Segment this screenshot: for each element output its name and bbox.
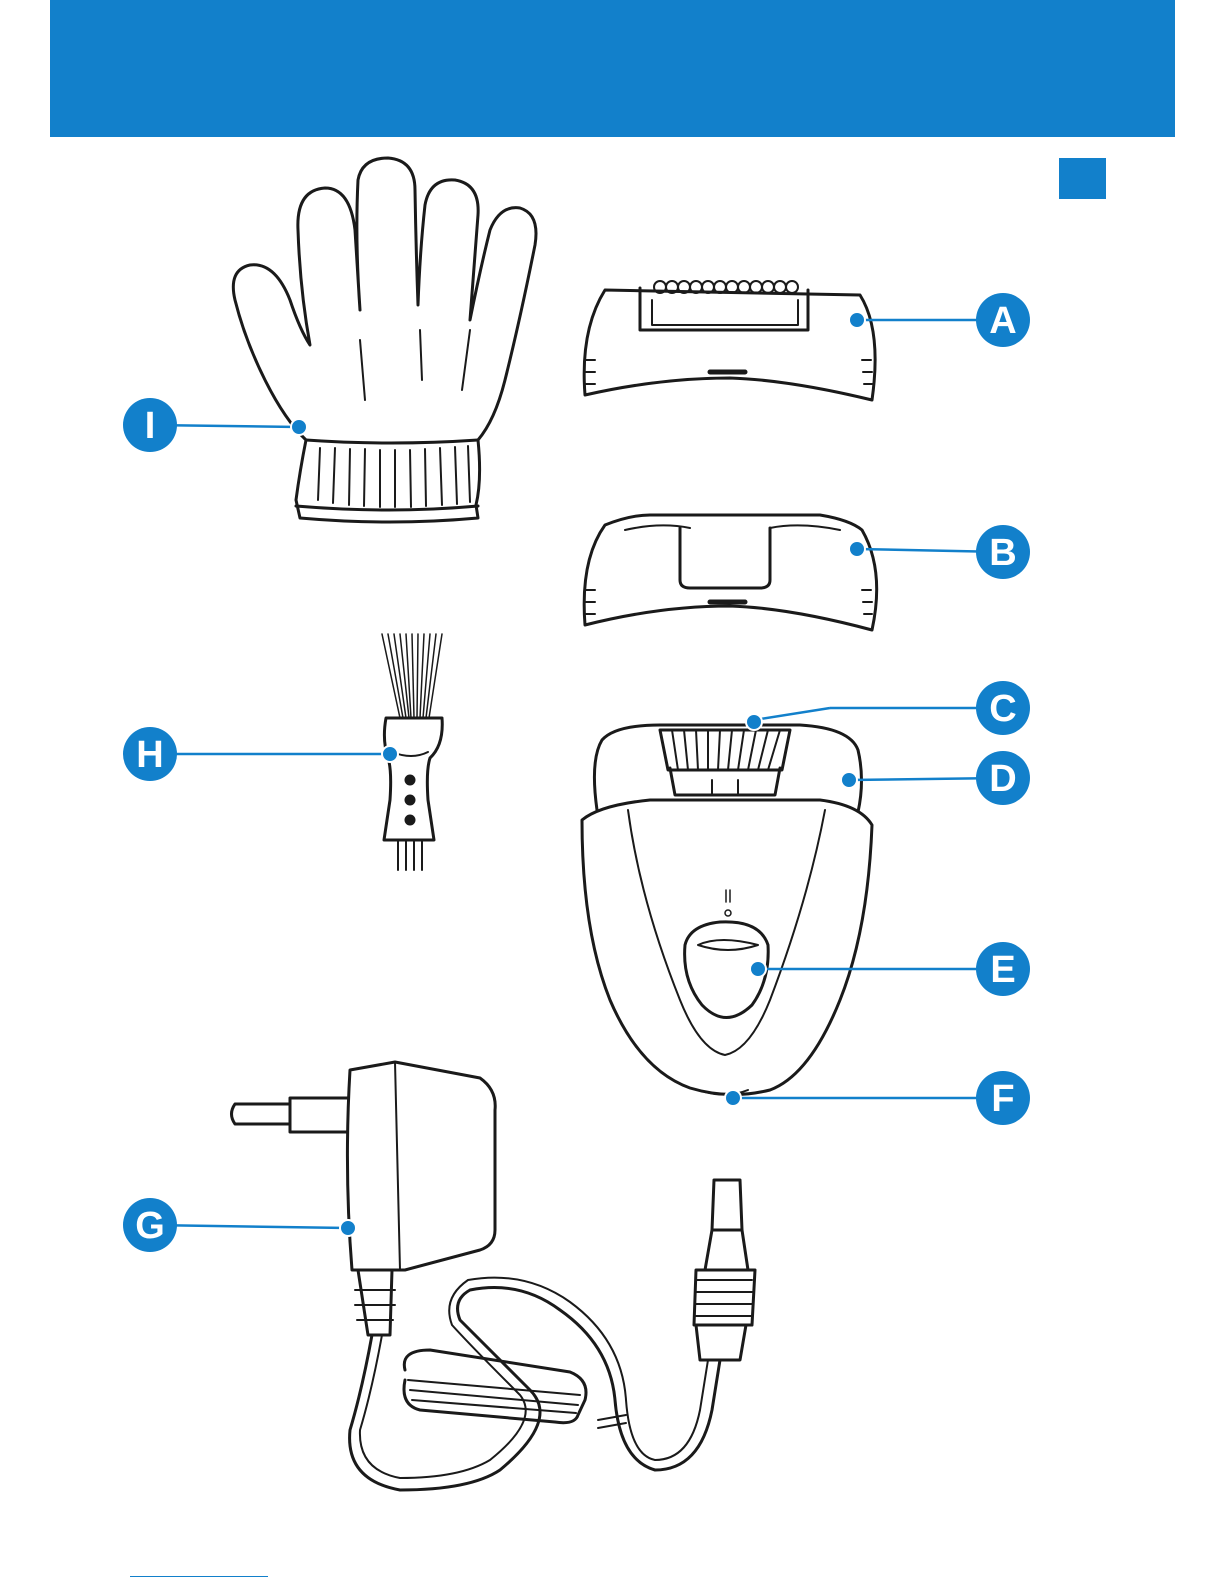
callout-dot-c [746,714,762,730]
callout-dot-f [725,1090,741,1106]
callout-label-i: I [145,405,156,447]
comb-cap-illustration [584,515,877,630]
callout-dot-g [340,1220,356,1236]
callout-label-b: B [989,532,1016,574]
callout-label-e: E [990,949,1015,991]
callouts: A B C D E F G H I [123,293,1030,1252]
epilator-illustration [582,725,872,1095]
callout-label-c: C [989,688,1016,730]
footer-rule [130,1576,268,1577]
callout-label-f: F [991,1078,1014,1120]
callout-label-d: D [989,758,1016,800]
glove-illustration [233,158,536,522]
callout-label-a: A [989,300,1016,342]
callout-dot-d [841,772,857,788]
callout-dot-h [382,746,398,762]
shaving-head-illustration [584,281,875,400]
callout-dot-e [750,961,766,977]
callout-label-g: G [135,1205,165,1247]
callout-dot-a [849,312,865,328]
callout-dot-i [291,419,307,435]
callout-label-h: H [136,734,163,776]
callout-dot-b [849,541,865,557]
adapter-illustration [232,1062,756,1490]
